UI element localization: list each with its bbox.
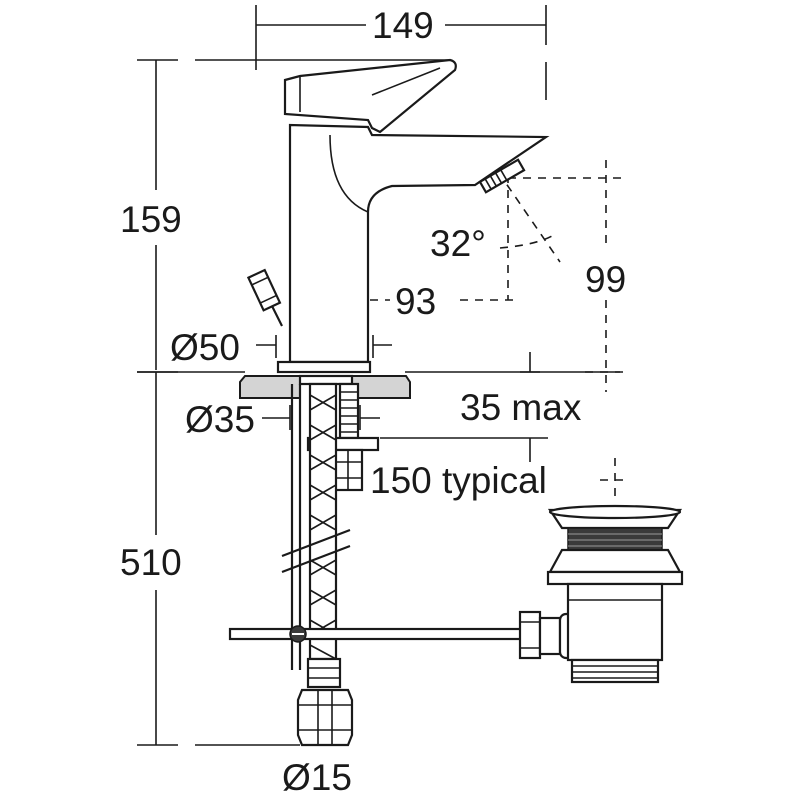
tap-base <box>276 360 372 374</box>
label-connector-diameter: Ø15 <box>282 757 352 798</box>
hose-connector-nut <box>296 688 354 747</box>
waste-linkage <box>228 610 576 660</box>
tap-body <box>246 58 550 374</box>
label-hole-diameter: Ø35 <box>185 399 255 440</box>
dimension-labels: 149 159 32° 93 99 Ø50 Ø35 35 max 150 typ… <box>120 5 626 798</box>
label-width-overall: 149 <box>372 5 434 46</box>
lever-handle[interactable] <box>283 58 457 134</box>
spout <box>288 123 550 364</box>
dimension-lines <box>137 5 620 746</box>
deck-fixing <box>239 374 411 492</box>
popup-rod-knob[interactable] <box>246 268 282 312</box>
label-deck-thickness: 35 max <box>460 387 582 428</box>
popup-waste <box>546 504 684 684</box>
flexible-hose <box>281 382 354 747</box>
aerator <box>478 158 526 194</box>
label-spout-angle: 32° <box>430 223 486 264</box>
popup-rod <box>290 384 302 670</box>
label-spout-clearance: 99 <box>585 259 626 300</box>
label-hose-length: 150 typical <box>370 460 547 501</box>
label-tap-height: 159 <box>120 199 182 240</box>
label-total-height: 510 <box>120 542 182 583</box>
label-spout-reach: 93 <box>395 281 436 322</box>
label-base-diameter: Ø50 <box>170 327 240 368</box>
